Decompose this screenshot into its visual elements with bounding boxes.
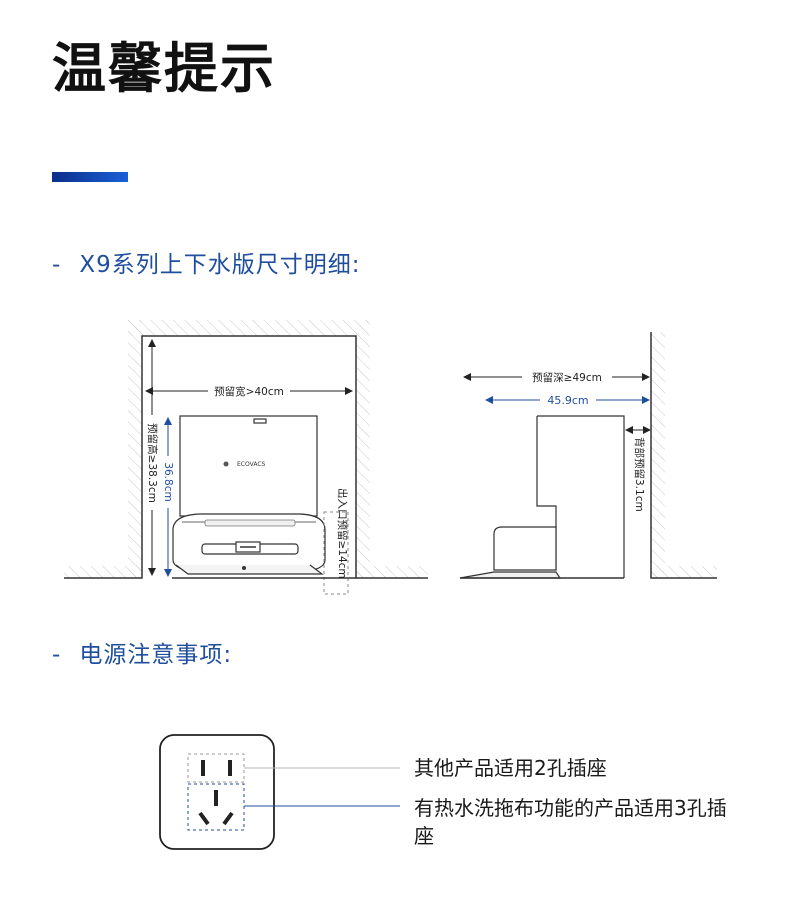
device-depth-label: 45.9cm xyxy=(547,394,588,407)
page-title: 温馨提示 xyxy=(52,37,276,100)
outlet-reservation-box xyxy=(172,511,356,595)
ecovacs-logo-text: ECOVACS xyxy=(237,461,266,468)
side-depth-label: 预留深≥49cm xyxy=(532,371,602,384)
dimensions-section-heading: -X9系列上下水版尺寸明细: xyxy=(52,250,360,280)
three-pin-socket xyxy=(187,783,245,831)
front-station-drawing xyxy=(172,415,326,575)
front-height-label: 预留高≥38.3cm xyxy=(146,423,159,503)
section-dash: - xyxy=(52,252,62,278)
two-pin-socket xyxy=(187,753,245,783)
back-gap-label: 背部预留3.1cm xyxy=(633,437,646,512)
front-width-label: 预留宽>40cm xyxy=(214,385,284,398)
three-pin-socket-label: 有热水洗拖布功能的产品适用3孔插座 xyxy=(414,796,727,848)
section-dash: - xyxy=(52,642,62,668)
title-accent-bar xyxy=(52,172,128,182)
device-height-label: 36.8cm xyxy=(162,462,174,501)
side-station-drawing xyxy=(459,415,625,579)
front-view-niche xyxy=(64,320,428,579)
side-view-wall xyxy=(650,332,717,579)
outlet-reservation-label: 出入口预留≥14cm xyxy=(336,488,349,579)
two-pin-socket-label: 其他产品适用2孔插座 xyxy=(414,756,607,780)
power-section-heading: -电源注意事项: xyxy=(52,640,232,670)
dimensions-heading-text: X9系列上下水版尺寸明细: xyxy=(79,252,361,278)
power-heading-text: 电源注意事项: xyxy=(79,642,233,668)
